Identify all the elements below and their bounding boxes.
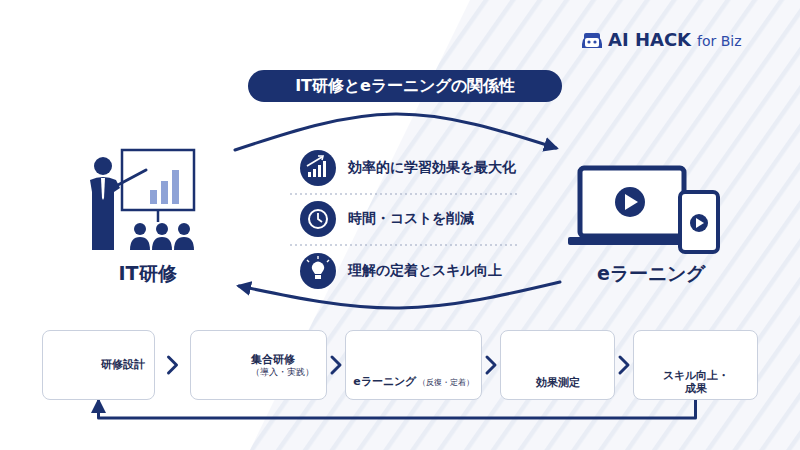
connector (235, 114, 556, 150)
devices-illustration (568, 168, 718, 252)
logo-text: AI HACK (608, 29, 691, 51)
text-holder: IT研修 (60, 262, 235, 286)
text-holder: 効果測定 (505, 371, 610, 395)
connector (487, 357, 495, 373)
process-box: 集合研修（導入・実践） (190, 330, 327, 400)
text-holder: eラーニング（反復・定着） (350, 369, 477, 395)
connector (239, 282, 560, 308)
connector (99, 400, 696, 418)
node-label: IT研修 (118, 262, 176, 286)
stripe-band (250, 0, 800, 450)
logo-subtext: for Biz (697, 33, 742, 50)
node-label: 効果測定 (536, 376, 580, 390)
benefit-text: 理解の定着とスキル向上 (348, 262, 502, 278)
connector (620, 357, 628, 373)
node-label: eラーニング (353, 375, 415, 389)
lecturer-illustration (90, 150, 194, 250)
node-sublabel: （反復・定着） (418, 378, 474, 388)
topic-node: IT研修 (60, 140, 235, 290)
process-box: スキル向上・ 成果 (633, 330, 758, 400)
process-box: 研修設計 (42, 330, 155, 400)
node-sublabel: （導入・実践） (251, 367, 314, 378)
title-pill: IT研修とeラーニングの関係性 (248, 70, 562, 102)
diagram-title: IT研修とeラーニングの関係性 (295, 76, 515, 96)
node-label: 研修設計 (101, 358, 145, 372)
logo-icon (582, 33, 602, 48)
benefit-text: 効率的に学習効果を最大化 (348, 159, 516, 175)
node-label: 集合研修 (251, 353, 295, 367)
text-holder: 集合研修（導入・実践） (251, 331, 320, 399)
node-label: eラーニング (597, 262, 705, 286)
node-label: スキル向上・ 成果 (656, 369, 736, 395)
benefit-text: 時間・コストを削減 (348, 210, 474, 226)
text-holder: 研修設計 (101, 331, 148, 399)
topic-node: eラーニング (560, 140, 742, 290)
connector (332, 357, 340, 373)
process-box: 効果測定 (500, 330, 615, 400)
connector (169, 357, 177, 373)
text-holder: eラーニング (560, 262, 742, 286)
process-box: eラーニング（反復・定着） (345, 330, 482, 400)
benefit-icons (290, 150, 520, 289)
text-holder: スキル向上・ 成果 (638, 369, 753, 395)
